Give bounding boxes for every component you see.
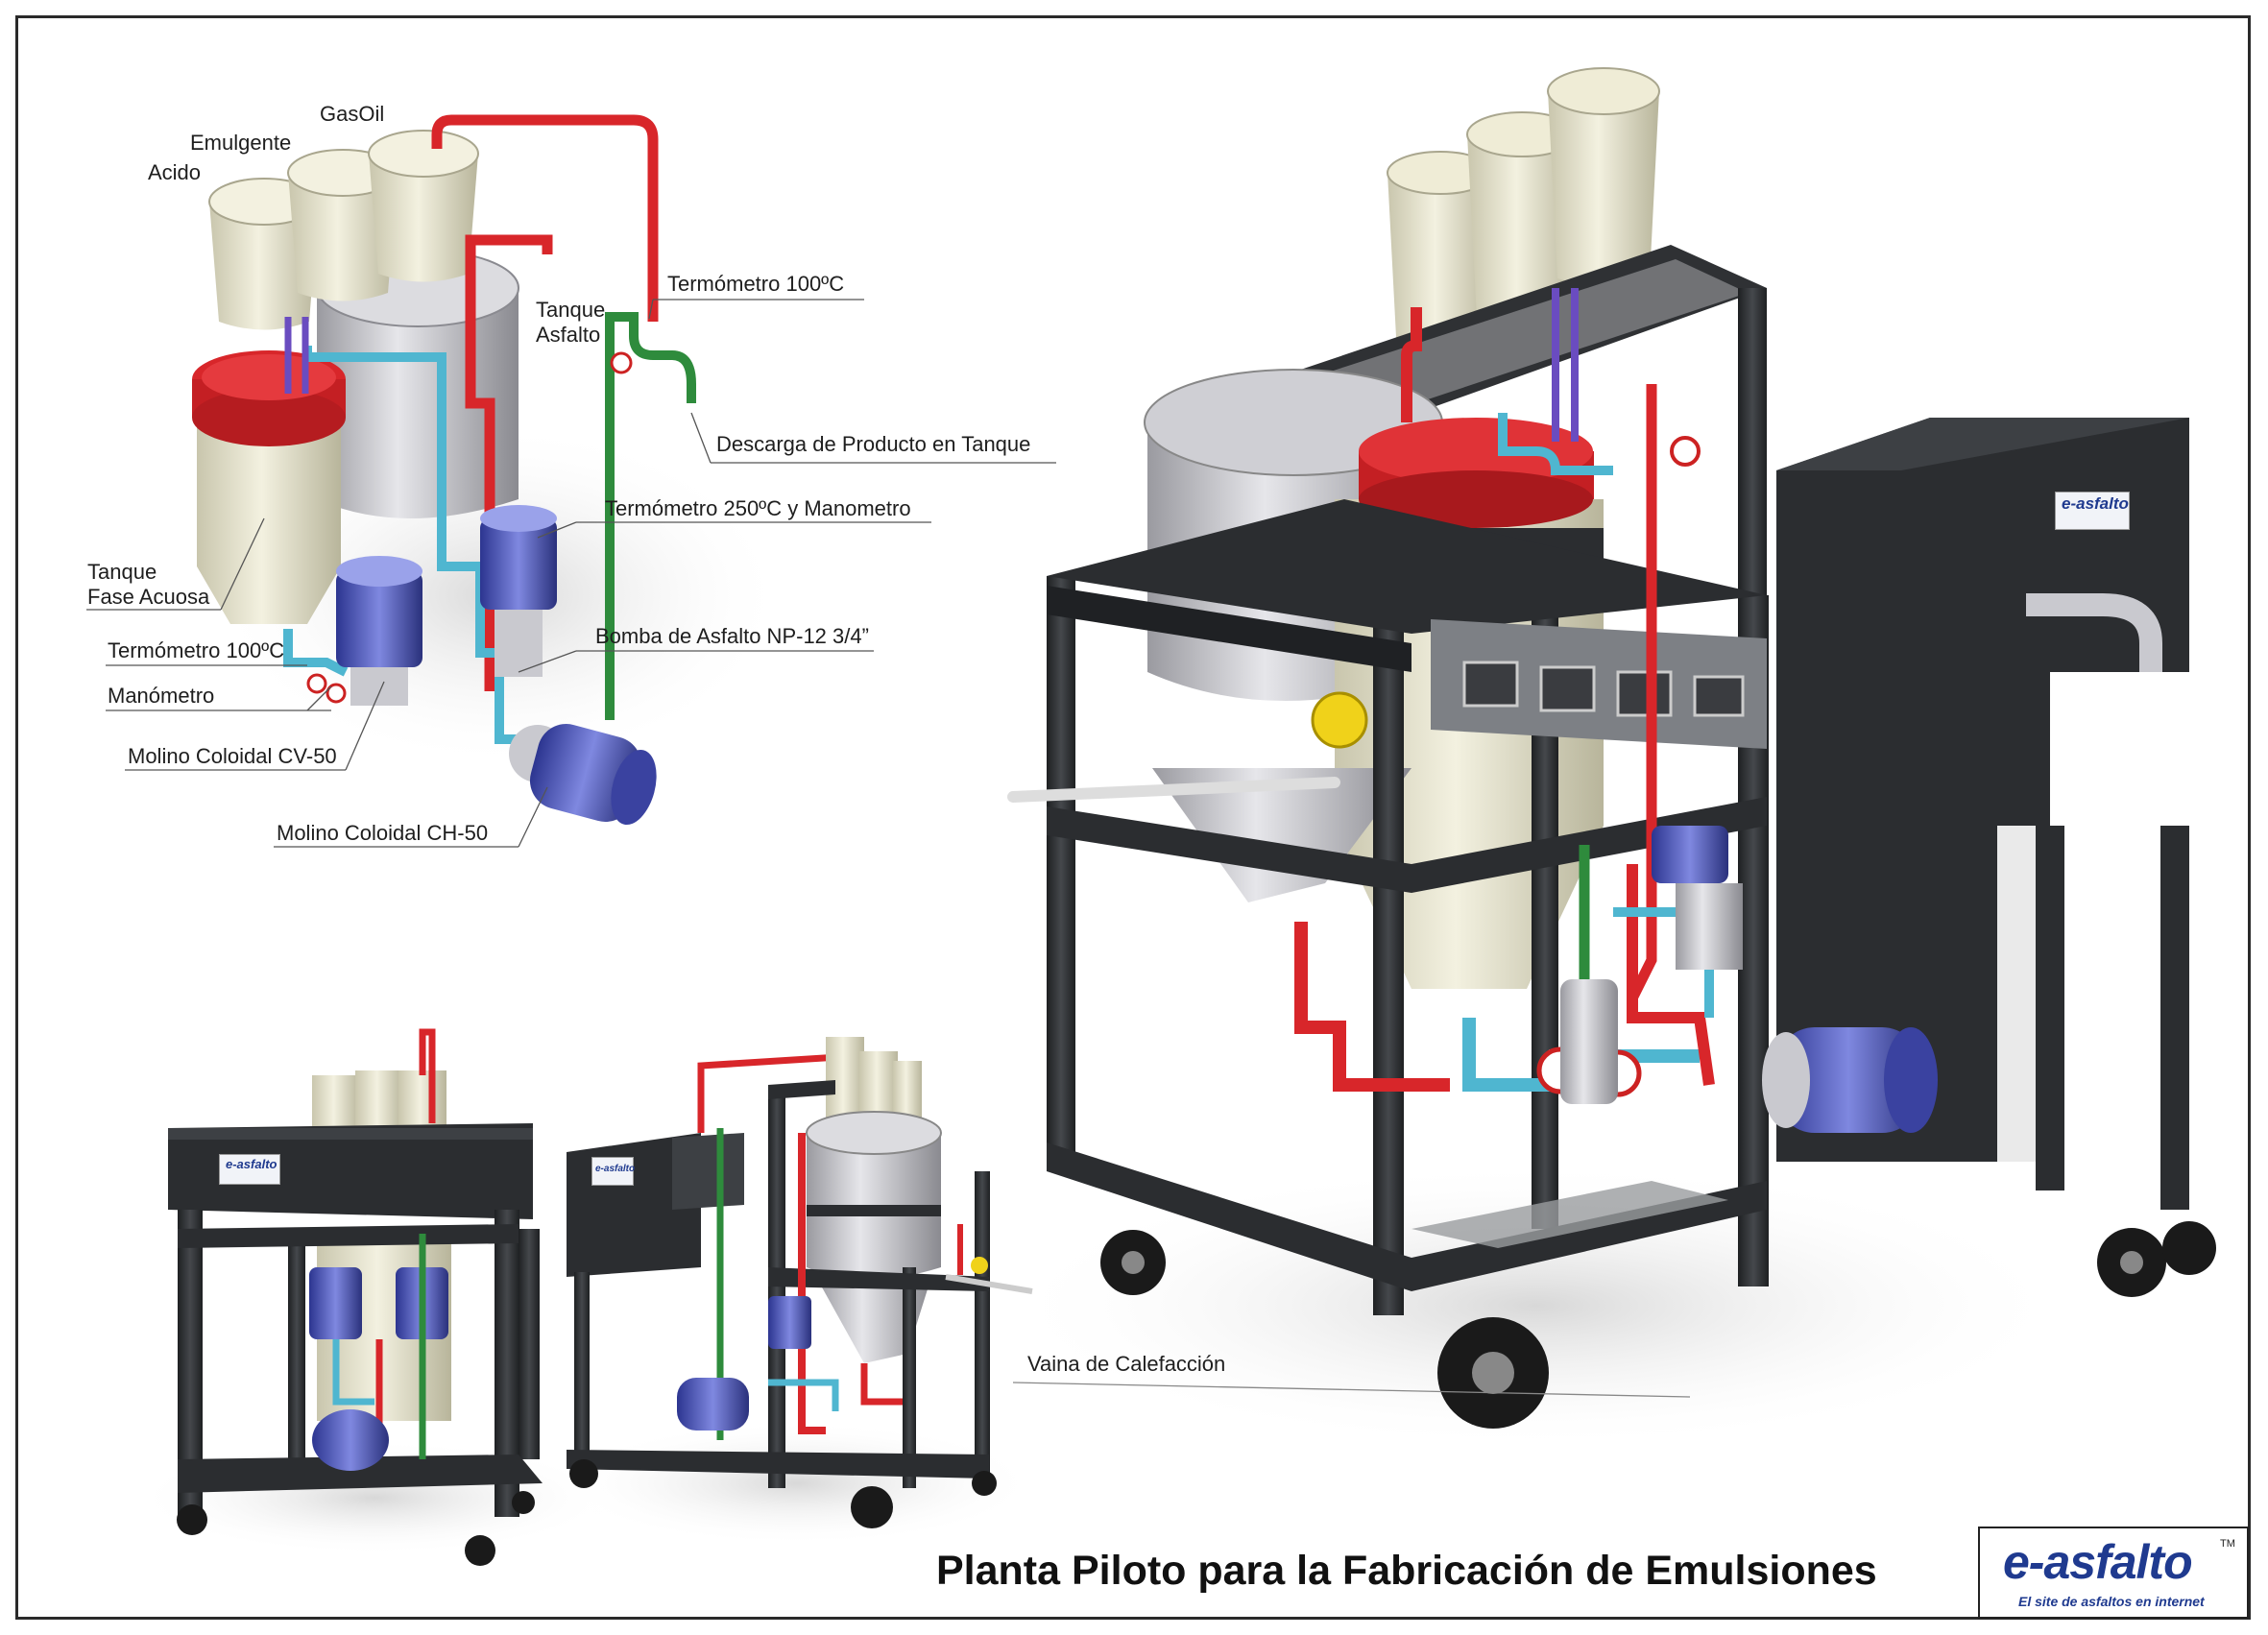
main-plant-render: [999, 67, 2216, 1450]
label-tanque-asfalto-2: Asfalto: [536, 323, 601, 347]
aqueous-phase-tank: [192, 350, 346, 624]
label-tanque-asfalto-1: Tanque: [536, 298, 606, 322]
brand-plate-rear: e-asfalto: [219, 1154, 280, 1185]
label-bomba-asfalto: Bomba de Asfalto NP-12 3/4”: [595, 624, 869, 648]
red-pipe-top: [431, 114, 659, 322]
logo-tagline: El site de asfaltos en internet: [2018, 1594, 2205, 1609]
main-wheels: [1100, 1221, 2216, 1429]
label-tanque-fase-1: Tanque: [87, 560, 157, 584]
thermometer-gauge-icon: [610, 351, 633, 374]
label-molino-cv50: Molino Coloidal CV-50: [128, 744, 337, 768]
motor-ch50-icon: [509, 724, 657, 826]
brand-plate-main: e-asfalto: [2055, 492, 2130, 530]
logo-trademark: TM: [2220, 1538, 2235, 1550]
brand-plate-side: e-asfalto: [591, 1157, 635, 1186]
label-acido: Acido: [148, 160, 202, 184]
label-termometro-100-left: Termómetro 100ºC: [108, 638, 285, 662]
page-border: [15, 15, 2251, 1620]
rear-motor-icon: [312, 1409, 389, 1471]
label-tanque-fase-2: Fase Acuosa: [87, 585, 210, 609]
motor-pump-icon: [480, 505, 557, 677]
main-hoppers: [1387, 67, 1660, 363]
leader-lines: [86, 299, 1056, 848]
yellow-knob-icon: [1311, 691, 1368, 749]
page-title: Planta Piloto para la Fabricación de Emu…: [936, 1548, 1877, 1594]
small-plant-rear: [134, 1028, 615, 1566]
label-vaina: Vaina de Calefacción: [1027, 1352, 1226, 1376]
main-motor-icon: [1762, 1027, 1938, 1133]
exploded-diagram: [86, 114, 1056, 848]
brand-logo: e-asfalto TM El site de asfaltos en inte…: [1978, 1527, 2249, 1619]
control-panel: [1431, 619, 1767, 749]
additive-hoppers: [208, 130, 479, 330]
label-gasoil: GasOil: [320, 102, 385, 126]
green-pipe-discharge: [605, 312, 696, 720]
label-manometro: Manómetro: [108, 684, 215, 708]
side-motor-icon: [677, 1378, 749, 1431]
label-descarga: Descarga de Producto en Tanque: [716, 432, 1031, 456]
small-plant-side: [557, 1037, 1691, 1546]
label-emulgente: Emulgente: [190, 131, 292, 155]
logo-wordmark: e-asfalto: [2003, 1535, 2193, 1589]
label-termometro-100-top: Termómetro 100ºC: [667, 272, 845, 296]
motor-cv50-icon: [336, 556, 422, 706]
manometer-gauge-icon: [306, 673, 327, 694]
label-molino-ch50: Molino Coloidal CH-50: [277, 821, 489, 845]
label-termometro-250: Termómetro 250ºC y Manometro: [605, 496, 911, 520]
